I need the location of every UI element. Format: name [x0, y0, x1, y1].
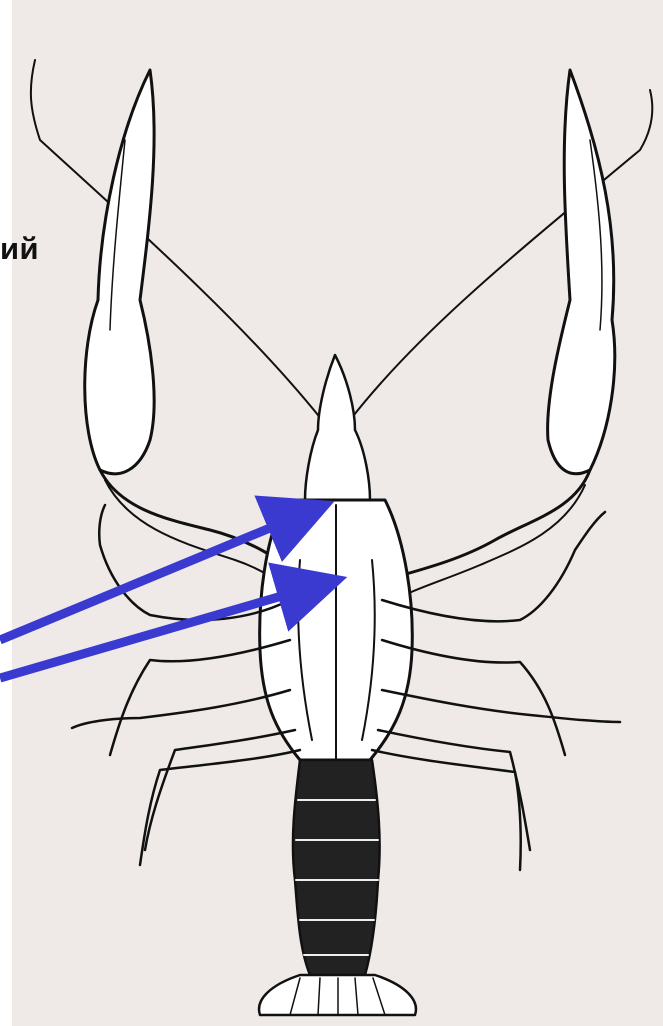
abdomen [293, 760, 380, 975]
right-claw [385, 70, 615, 605]
head-rostrum [305, 355, 370, 500]
right-walking-legs [372, 512, 620, 870]
left-antenna [31, 60, 322, 420]
partial-label: ий [0, 231, 39, 267]
left-claw [85, 70, 300, 600]
